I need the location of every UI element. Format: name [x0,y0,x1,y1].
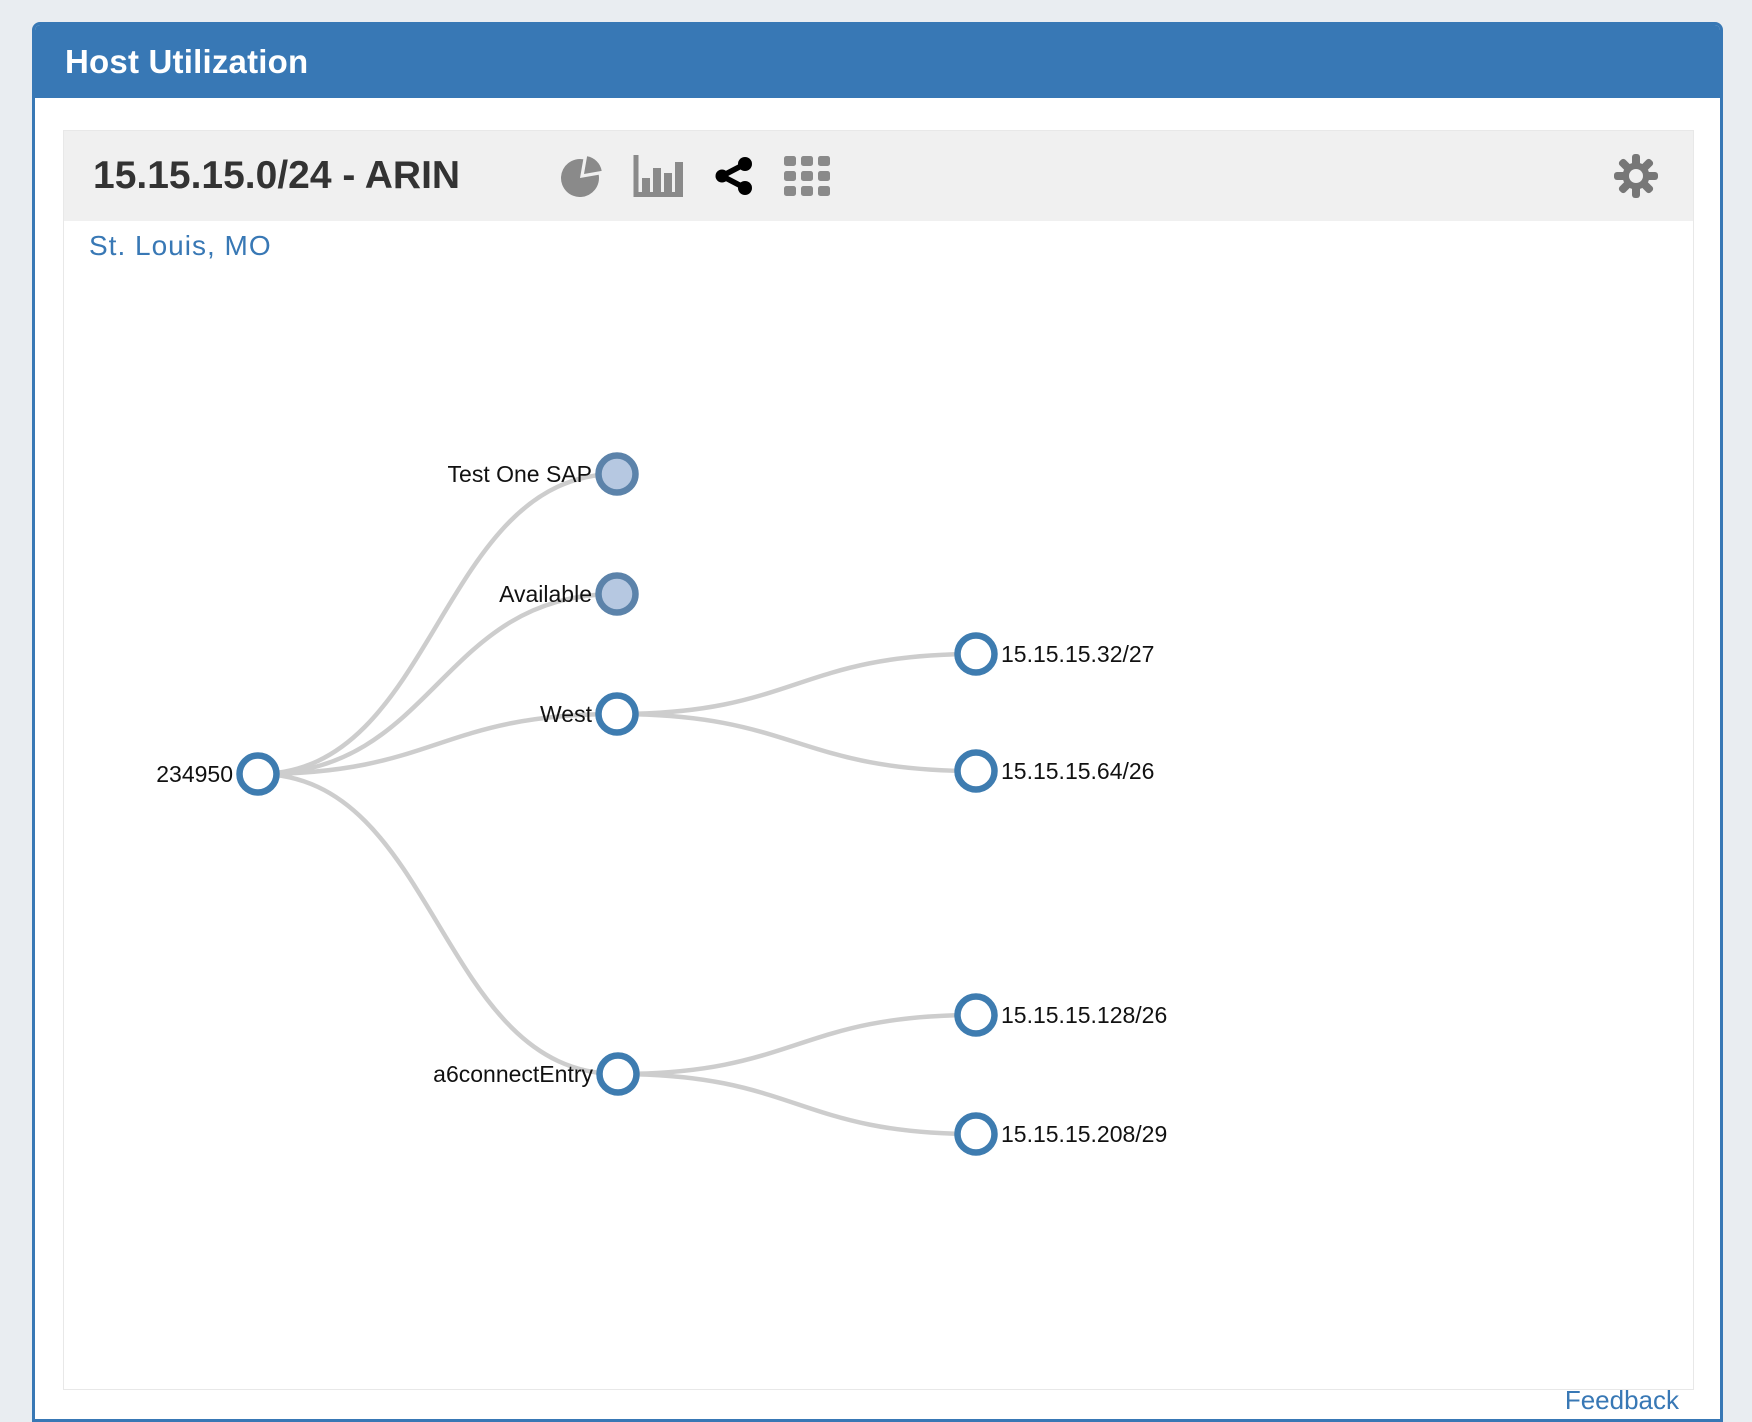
tree-node-15-15-15-32-27[interactable] [954,632,998,676]
tree-node-label: 15.15.15.208/29 [1001,1121,1167,1147]
subnet-card: 15.15.15.0/24 - ARIN [63,130,1694,1415]
tree-node-label: Available [499,581,592,607]
pie-chart-icon[interactable] [560,155,602,197]
tree-link [257,591,618,777]
tree-node-label: West [540,701,593,727]
grid-icon[interactable] [784,156,831,196]
tree-node-label: Test One SAP [448,461,592,487]
tree-node-15-15-15-208-29[interactable] [954,1112,998,1156]
feedback-link[interactable]: Feedback [1564,1385,1679,1415]
gear-icon[interactable] [1613,153,1659,199]
tree-link [257,711,618,777]
host-utilization-panel: Host Utilization 15.15.15.0/24 - ARIN [32,22,1723,1422]
tree-node-test-one-sap[interactable] [595,452,639,496]
card-body: St. Louis, MO 234950 Test One SAP Availabl… [64,221,1693,1415]
panel-header: Host Utilization [35,25,1720,98]
tree-node-15-15-15-64-26[interactable] [954,749,998,793]
tree-node-label: 15.15.15.64/26 [1001,758,1154,784]
tree-node-15-15-15-128-26[interactable] [954,993,998,1037]
tree-node-a6connectentry[interactable] [596,1052,640,1096]
tree-node-label: 234950 [156,761,233,787]
share-tree-icon[interactable] [714,156,754,196]
page: { "panel": { "title": "Host Utilization"… [32,22,1723,1422]
card-header: 15.15.15.0/24 - ARIN [64,131,1693,221]
view-toolbar [560,153,831,199]
tree-link [257,471,618,777]
subnet-title: 15.15.15.0/24 - ARIN [93,154,461,197]
tree-node-234950[interactable] [236,752,280,796]
panel-title: Host Utilization [65,42,309,80]
tree-link [616,711,977,774]
tree-node-available[interactable] [595,572,639,616]
tree-link [257,771,619,1077]
tree-link [617,1012,977,1077]
tree-link [617,1071,977,1137]
tree-link [616,651,977,717]
tree-node-west[interactable] [595,692,639,736]
tree-node-label: 15.15.15.32/27 [1001,641,1154,667]
tree-node-label: 15.15.15.128/26 [1001,1002,1167,1028]
bar-chart-icon[interactable] [632,153,684,199]
location-link[interactable]: St. Louis, MO [89,230,272,261]
tree-node-label: a6connectEntry [433,1061,593,1087]
